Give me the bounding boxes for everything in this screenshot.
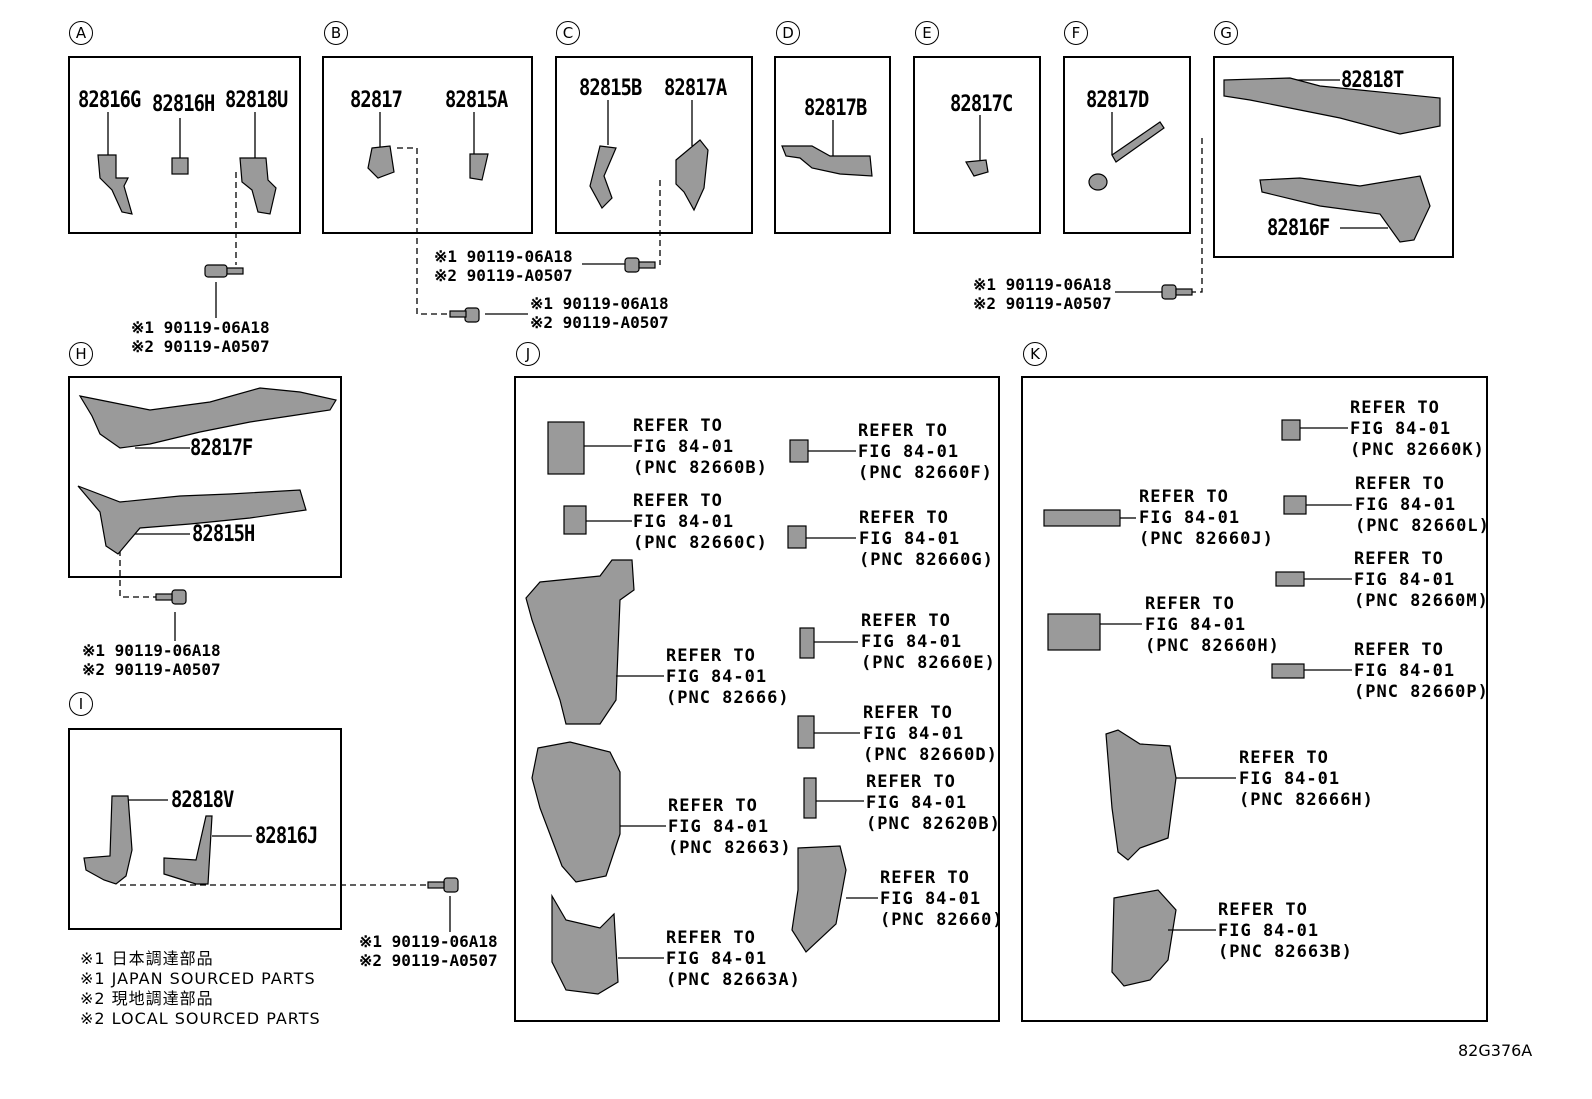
section-label-i: I: [69, 692, 93, 716]
part-number: 82816F: [1267, 216, 1330, 241]
section-box-g: [1213, 56, 1454, 258]
section-box-e: [913, 56, 1041, 234]
section-label-g: G: [1214, 21, 1238, 45]
part-number: 82818U: [225, 88, 288, 113]
section-label-c: C: [556, 21, 580, 45]
part-number: 82815H: [192, 522, 255, 547]
section-label-b: B: [324, 21, 348, 45]
bolt-note-h: ※1 90119-06A18※2 90119-A0507: [82, 641, 221, 679]
part-number: 82817F: [190, 436, 253, 461]
figure-id: 82G376A: [1458, 1041, 1533, 1060]
part-number: 82816G: [78, 88, 141, 113]
part-number: 82815B: [579, 76, 642, 101]
section-box-j: [514, 376, 1000, 1022]
bolt-note-c: ※1 90119-06A18※2 90119-A0507: [434, 247, 573, 285]
section-box-h: [68, 376, 342, 578]
section-box-d: [774, 56, 891, 234]
bolt-note-i: ※1 90119-06A18※2 90119-A0507: [359, 932, 498, 970]
legend-line: ※2 LOCAL SOURCED PARTS: [80, 1009, 321, 1028]
part-number: 82816H: [152, 92, 215, 117]
part-number: 82817: [350, 88, 403, 113]
section-label-d: D: [776, 21, 800, 45]
section-label-a: A: [69, 21, 93, 45]
section-box-c: [555, 56, 753, 234]
section-box-f: [1063, 56, 1191, 234]
part-number: 82817B: [804, 96, 867, 121]
part-number: 82818V: [171, 788, 234, 813]
part-number: 82815A: [445, 88, 508, 113]
section-label-j: J: [516, 342, 540, 366]
section-label-f: F: [1064, 21, 1088, 45]
legend: ※1 日本調達部品 ※1 JAPAN SOURCED PARTS ※2 現地調達…: [80, 949, 321, 1029]
part-number: 82817C: [950, 92, 1013, 117]
bolt-note-a: ※1 90119-06A18※2 90119-A0507: [131, 318, 270, 356]
part-number: 82817A: [664, 76, 727, 101]
section-box-b: [322, 56, 533, 234]
section-label-h: H: [69, 342, 93, 366]
section-label-e: E: [915, 21, 939, 45]
legend-line: ※1 JAPAN SOURCED PARTS: [80, 969, 316, 988]
section-box-k: [1021, 376, 1488, 1022]
legend-line: ※2 現地調達部品: [80, 989, 214, 1008]
part-number: 82817D: [1086, 88, 1149, 113]
part-number: 82818T: [1341, 68, 1404, 93]
legend-line: ※1 日本調達部品: [80, 949, 214, 968]
section-label-k: K: [1023, 342, 1047, 366]
section-box-i: [68, 728, 342, 930]
part-number: 82816J: [255, 824, 318, 849]
bolt-note-g: ※1 90119-06A18※2 90119-A0507: [973, 275, 1112, 313]
section-box-a: [68, 56, 301, 234]
bolt-note-b: ※1 90119-06A18※2 90119-A0507: [530, 294, 669, 332]
